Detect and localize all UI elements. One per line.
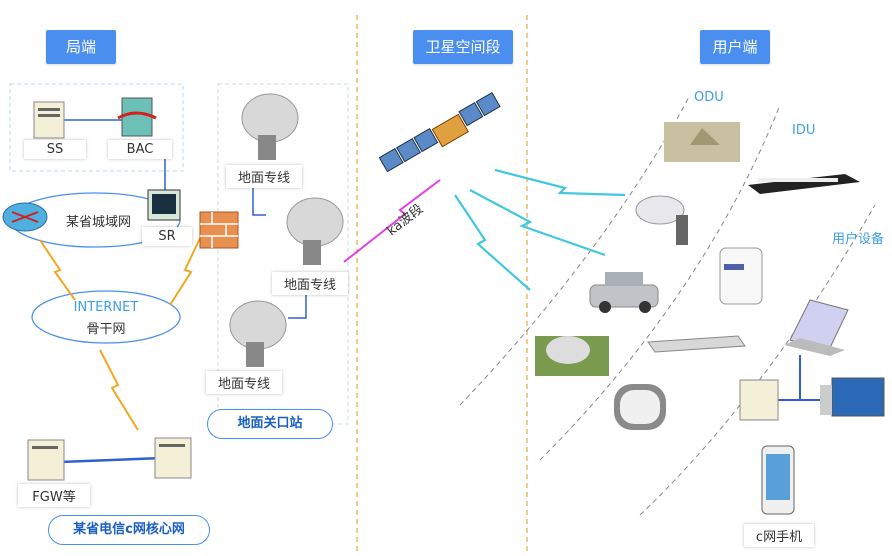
odu-terminal-icon: [664, 122, 740, 162]
internet-ellipse: [31, 290, 181, 344]
beam-3: [454, 194, 531, 291]
monitor-icon: [820, 377, 885, 417]
phone-icon: [761, 445, 795, 515]
dish-icon-2: [286, 197, 344, 265]
ground-line-label-1: 地面专线: [226, 165, 302, 188]
metro-label: 某省城域网: [66, 215, 132, 230]
dish-icon-3: [229, 300, 287, 367]
vehicle-icon: [589, 272, 659, 313]
modem-icon: [719, 247, 763, 305]
fgw-server-icon-2: [154, 437, 192, 479]
ground-line-label-2: 地面专线: [272, 272, 348, 295]
gw-link-1: [252, 175, 266, 216]
section-header-bureau: 局端: [46, 30, 116, 64]
odu-speaker-icon: [614, 384, 666, 430]
gateway-station-pill: 地面关口站: [207, 409, 333, 439]
firewall-icon: [199, 211, 239, 249]
idu-unit-icon: [647, 335, 746, 353]
laptop-icon: [784, 299, 849, 356]
fgw-link: [59, 456, 163, 464]
bolt-ka-band: [343, 179, 441, 263]
arc-3: [639, 204, 876, 516]
router-icon: [2, 202, 48, 232]
idu-label: IDU: [792, 123, 816, 138]
section-header-satellite: 卫星空间段: [413, 30, 513, 64]
bolt-firewall-internet: [169, 237, 201, 306]
backbone-label: 骨干网: [86, 322, 126, 337]
bolt-internet-core: [99, 349, 139, 431]
dish-icon-1: [241, 93, 299, 160]
bac-label: BAC: [108, 140, 172, 159]
idu-rack-icon: [748, 174, 860, 194]
bolt-metro-internet: [39, 239, 76, 301]
sr-icon: [147, 189, 181, 221]
fgw-server-icon-1: [27, 439, 65, 481]
ss-server-icon: [33, 101, 65, 139]
section-header-user: 用户端: [700, 30, 770, 64]
core-network-pill: 某省电信c网核心网: [48, 515, 210, 545]
ground-line-label-3: 地面专线: [206, 371, 282, 394]
ss-label: SS: [24, 140, 86, 159]
odu-dish-icon: [635, 195, 688, 245]
field-dish-icon: [535, 336, 609, 376]
beam-1: [494, 168, 626, 197]
user-device-label: 用户设备: [832, 232, 885, 247]
sr-label: SR: [142, 227, 192, 246]
beam-2: [469, 189, 606, 257]
fgw-label: FGW等: [18, 484, 90, 507]
bac-server-icon: [117, 97, 157, 137]
gw-link-2: [288, 292, 307, 319]
internet-label: INTERNET: [73, 300, 139, 315]
user-server-icon: [739, 379, 779, 421]
satellite-icon: [378, 91, 501, 173]
bureau-server-box: [9, 83, 184, 172]
odu-label: ODU: [694, 90, 724, 105]
phone-label: c网手机: [744, 524, 814, 547]
